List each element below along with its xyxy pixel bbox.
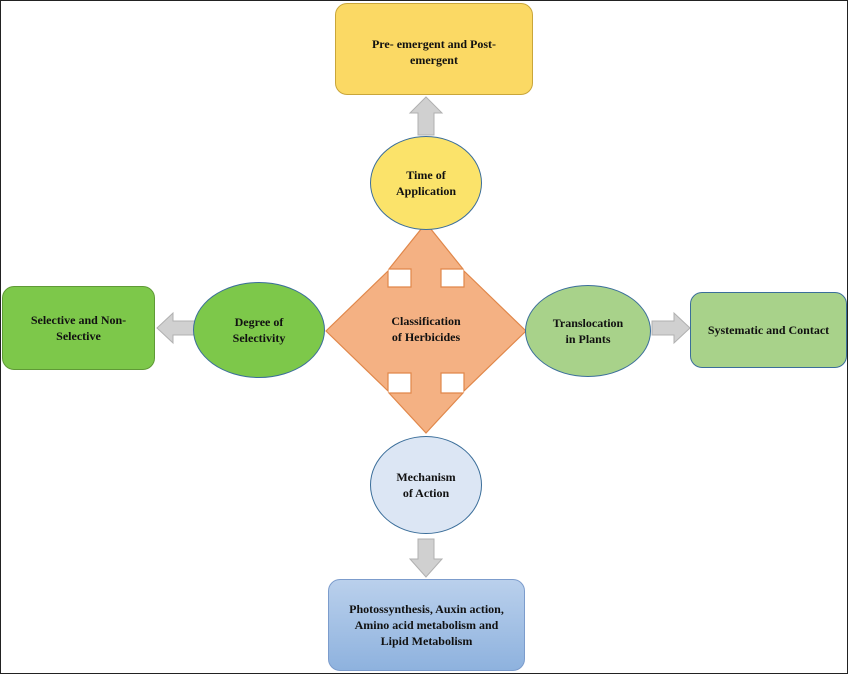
mechanism-details-label: Photossynthesis, Auxin action, Amino aci… [349, 601, 504, 649]
selective-non-selective-box: Selective and Non- Selective [2, 286, 155, 370]
time-of-application-node: Time of Application [370, 136, 482, 230]
left-arrow [156, 311, 196, 345]
selective-non-selective-label: Selective and Non- Selective [30, 312, 127, 343]
degree-of-selectivity-node: Degree of Selectivity [193, 282, 325, 378]
right-arrow [651, 311, 691, 345]
systematic-contact-label: Systematic and Contact [707, 322, 830, 337]
mechanism-of-action-label: Mechanism of Action [396, 469, 456, 500]
center-node-text: Classification of Herbicides [391, 313, 461, 344]
translocation-in-plants-label: Translocation in Plants [552, 315, 624, 346]
translocation-in-plants-node: Translocation in Plants [525, 285, 651, 377]
time-of-application-label: Time of Application [395, 167, 456, 198]
down-arrow [408, 538, 444, 578]
mechanism-details-box: Photossynthesis, Auxin action, Amino aci… [328, 579, 525, 671]
degree-of-selectivity-label: Degree of Selectivity [232, 314, 286, 345]
pre-post-emergent-label: Pre- emergent and Post- emergent [371, 37, 497, 68]
center-node-label: Classification of Herbicides [363, 309, 489, 349]
up-arrow [408, 96, 444, 136]
center-cross-arrow [325, 222, 527, 434]
pre-post-emergent-box: Pre- emergent and Post- emergent [335, 3, 533, 95]
mechanism-of-action-node: Mechanism of Action [370, 436, 482, 534]
systematic-contact-box: Systematic and Contact [690, 292, 847, 368]
